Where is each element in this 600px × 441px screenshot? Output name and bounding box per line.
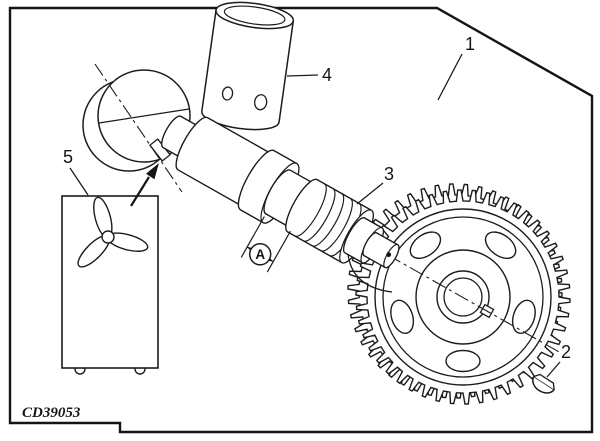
dimension-letter-circle [248, 243, 272, 266]
gear-lightening-hole [484, 231, 517, 260]
leader-4 [286, 74, 319, 77]
fork-hub [101, 230, 115, 244]
pointer-arrow [130, 163, 159, 207]
leader-2 [546, 361, 561, 378]
callout-2: 2 [561, 342, 571, 362]
weight-cup [201, 1, 295, 131]
leader-5 [69, 167, 89, 196]
woodruff-key [532, 373, 556, 394]
gear-lightening-holes [390, 231, 536, 373]
drum-centerline [94, 63, 183, 193]
shaft-centerline [341, 228, 562, 354]
dimension-letter: A [255, 247, 265, 262]
leader-3 [356, 182, 384, 205]
cup-hole-left [221, 86, 234, 101]
gear-lightening-hole [390, 299, 415, 334]
extension-line [240, 216, 265, 258]
cup-hole-right [253, 94, 268, 111]
callout-3: 3 [384, 164, 394, 184]
callout-4: 4 [322, 65, 332, 85]
cup-inner-rim [223, 5, 286, 26]
callout-5: 5 [63, 147, 73, 167]
dimension-a: A [240, 216, 291, 273]
figure-code: CD39053 [22, 405, 81, 421]
gear-lightening-hole [409, 231, 442, 260]
drum-face-line [98, 108, 190, 124]
shaft-center-dot [386, 252, 392, 258]
journal-ridges [294, 183, 362, 257]
extension-line [266, 230, 291, 273]
leader-1 [437, 53, 463, 101]
gear-lightening-hole [511, 299, 536, 334]
part-box [61, 195, 159, 375]
assembly-arc [347, 253, 393, 293]
gear-lightening-hole [445, 349, 481, 373]
cup-top-rim [215, 1, 295, 30]
camshaft [161, 115, 400, 269]
callout-1: 1 [465, 34, 475, 54]
governor-fork [77, 196, 149, 268]
